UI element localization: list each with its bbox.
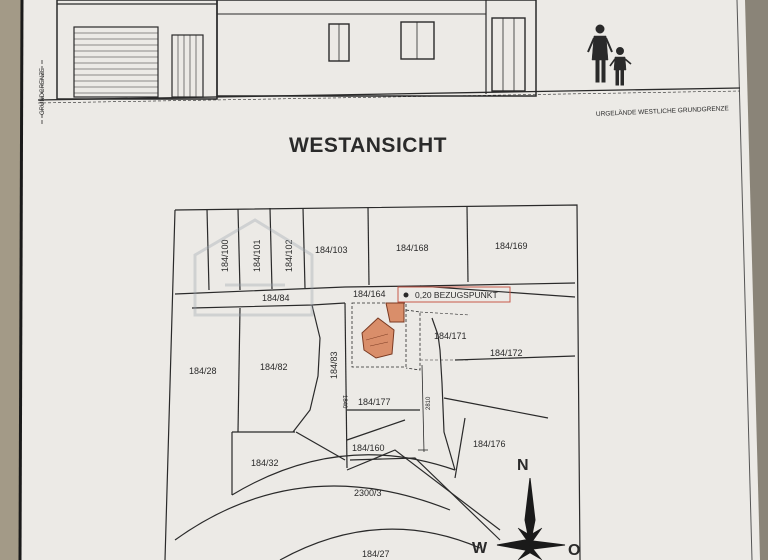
dimension-label: 1840 [341,395,347,409]
window-large [400,21,435,60]
house-facade [216,0,537,97]
compass-east-label: O [568,542,580,559]
parcel-label: 184/168 [396,243,429,253]
reference-point-label: 0,20 BEZUGSPUNKT [415,290,498,300]
parcel-label: 184/82 [260,362,288,372]
paper [20,0,760,560]
compass-rose [496,477,566,560]
parcel-label: 184/102 [284,239,294,272]
west-elevation [37,0,741,125]
garage-door [73,26,159,98]
site-plan-lines [164,204,581,560]
parcel-label: 184/160 [352,443,385,453]
parcel-label: 184/100 [220,239,230,272]
paper-right-frame [736,0,753,560]
parcel-label: 184/176 [473,439,506,449]
parcel-label: 184/169 [495,241,528,251]
parcel-label: 184/28 [189,366,217,376]
parcel-label: 184/101 [252,239,262,272]
parcel-label: 184/103 [315,245,348,255]
watermark-logo [193,218,314,317]
parcel-label: 184/177 [358,397,391,407]
parcel-label: 184/27 [362,549,390,559]
parcel-label: 184/84 [262,293,290,303]
planned-house [361,302,405,359]
ground-line [37,87,741,101]
parcel-label: 184/83 [329,351,339,379]
parcel-label: 2300/3 [354,488,382,498]
left-boundary-label: GRUNDGRENZE [40,68,46,115]
paper-left-frame [18,0,24,560]
binder-edge [0,0,22,560]
parcel-label: 184/172 [490,348,523,358]
compass-west-label: W [472,540,488,557]
parcel-label: 184/32 [251,458,279,468]
parcel-label: 184/164 [353,289,386,299]
reference-point-marker [403,292,409,298]
glass-door [491,17,526,92]
people-figures [587,24,632,86]
parcel-label: 184/171 [434,331,467,341]
building-envelope [351,302,471,453]
compass-north-label: N [517,457,529,474]
dimension-label: 2810 [426,396,432,410]
garage-door-slats [74,32,158,94]
reference-point-box [397,286,511,303]
elevation-title: WESTANSICHT [289,134,447,157]
